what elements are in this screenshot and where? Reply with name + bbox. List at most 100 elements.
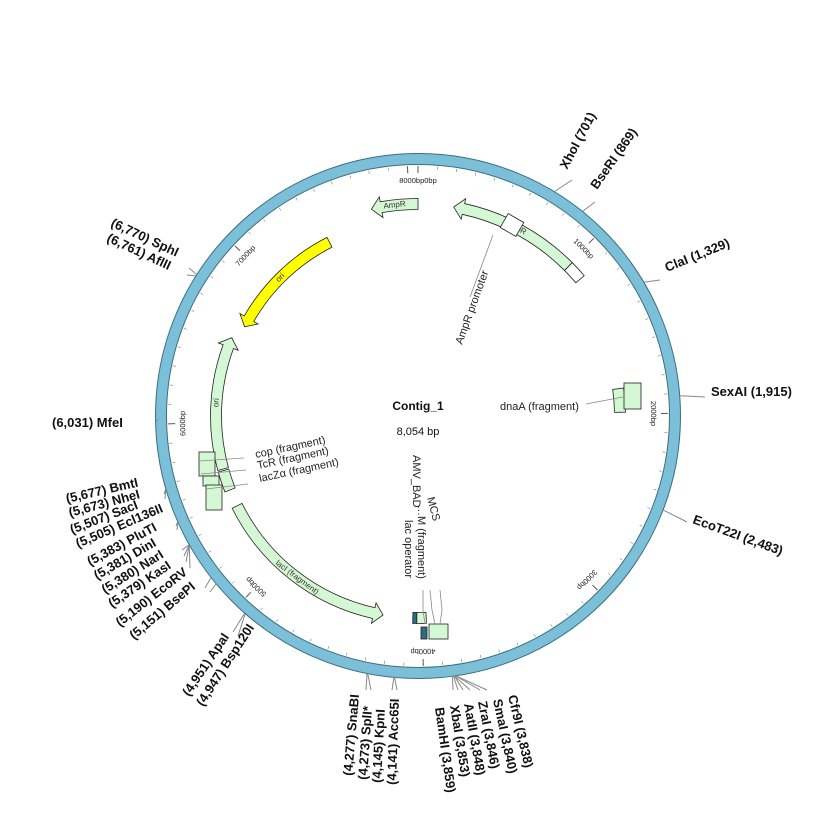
tick-mark (346, 652, 348, 656)
dnaA-box (623, 382, 642, 410)
site-leader (391, 677, 395, 691)
tick-mark (619, 558, 623, 561)
tick-mark (210, 276, 214, 279)
promoter-label: AmpR promoter (454, 269, 492, 346)
tick-mark (627, 283, 631, 286)
feature-arrow (239, 236, 333, 328)
site-leader (365, 673, 368, 691)
restriction-site-label: (4,277) SnaBI (340, 694, 362, 777)
tick-mark (292, 629, 295, 633)
tick-mark (313, 188, 315, 192)
promoter-box (499, 213, 525, 237)
restriction-site-label: BseRI (869) (587, 125, 640, 192)
tick-mark (577, 224, 580, 228)
restriction-site-label: SexAI (1,915) (711, 384, 792, 399)
tick-mark (176, 480, 180, 482)
feature-leader (205, 483, 249, 490)
tick-mark (652, 336, 656, 338)
tick-mark (550, 624, 553, 627)
cop-tcr-lacz-box (198, 451, 216, 477)
lac-operator-box (420, 626, 428, 640)
tick-mark (657, 355, 661, 357)
site-leader (680, 395, 706, 398)
tick-label: 8000bp0bp (399, 176, 437, 185)
dnaA-label: dnaA (fragment) (500, 401, 579, 413)
site-leader (554, 179, 573, 192)
feature-arrow (370, 195, 419, 219)
site-leader (204, 577, 212, 589)
site-leader (209, 583, 217, 593)
site-leader (163, 489, 166, 495)
backbone (156, 154, 680, 678)
mcs-leader (422, 589, 443, 625)
tick-mark (630, 541, 634, 544)
tick-mark (182, 498, 186, 501)
tick-mark (516, 642, 519, 646)
site-leader (175, 522, 178, 527)
site-leader (183, 545, 190, 557)
tick-mark (183, 328, 187, 330)
site-leader (176, 522, 179, 531)
cop-tcr-lacz-box (205, 484, 223, 511)
site-leader (186, 274, 196, 277)
tick-mark (480, 654, 482, 658)
tick-mark (331, 181, 333, 185)
site-leader (188, 545, 191, 569)
feature-leader (199, 457, 245, 462)
tick-mark (533, 633, 536, 637)
site-leader (455, 675, 481, 691)
tick-mark (639, 524, 643, 527)
feature-labels: dnaA (fragment) cop (fragment) TcR (frag… (254, 269, 579, 579)
tick-mark (279, 207, 282, 211)
tick-mark (546, 202, 549, 206)
plasmid-name: Contig_1 (392, 399, 444, 413)
tick-mark (511, 184, 514, 188)
tick-mark (647, 507, 651, 509)
feature-leader (469, 234, 494, 298)
tick-mark (191, 310, 195, 312)
tick-mark (562, 212, 565, 216)
tick-mark (219, 566, 223, 569)
tick-mark (173, 365, 177, 367)
tick-mark (364, 657, 367, 661)
tick-mark (653, 489, 657, 491)
site-leader (185, 545, 190, 563)
restriction-site-label: ClaI (1,329) (663, 235, 732, 275)
tick-mark (234, 245, 241, 251)
site-leader (188, 267, 197, 275)
restriction-site-label: EcoT22I (2,483) (691, 512, 785, 558)
feature-arrow (453, 197, 573, 272)
tick-mark (260, 607, 263, 611)
amv-label: AMV_BAD (410, 455, 422, 508)
tick-mark (232, 581, 235, 584)
site-leader (232, 613, 245, 633)
position-ticks: 8000bp0bp1000bp2000bp3000bp4000bp5000bp6… (168, 166, 668, 666)
feature-arrow (563, 262, 585, 284)
tick-mark (208, 550, 212, 553)
feature-arrow (412, 612, 418, 624)
tick-mark (645, 318, 649, 320)
tick-mark (616, 267, 620, 270)
tick-mark (475, 172, 477, 176)
tick-mark (658, 470, 662, 472)
site-leader (394, 677, 398, 691)
tick-mark (498, 649, 500, 653)
restriction-site-label: (4,273) SplI* (355, 705, 375, 781)
site-leader (454, 676, 471, 691)
backbone-ring (155, 153, 681, 679)
tick-label: 4000bp (410, 647, 435, 657)
feature-name: AmpR (383, 199, 406, 210)
feature-leader (200, 469, 247, 475)
site-leader (164, 490, 167, 500)
tick-mark (581, 601, 584, 604)
feature-arrow (210, 337, 239, 471)
site-leader (663, 509, 688, 523)
mcs-box (428, 623, 449, 640)
feature-arrow (612, 387, 626, 413)
restriction-site-label: XhoI (701) (556, 110, 598, 172)
tick-mark (588, 237, 595, 244)
cop-tcr-lacz-box (202, 475, 220, 487)
plasmid-length: 8,054 bp (397, 426, 440, 438)
site-leader (451, 676, 454, 691)
